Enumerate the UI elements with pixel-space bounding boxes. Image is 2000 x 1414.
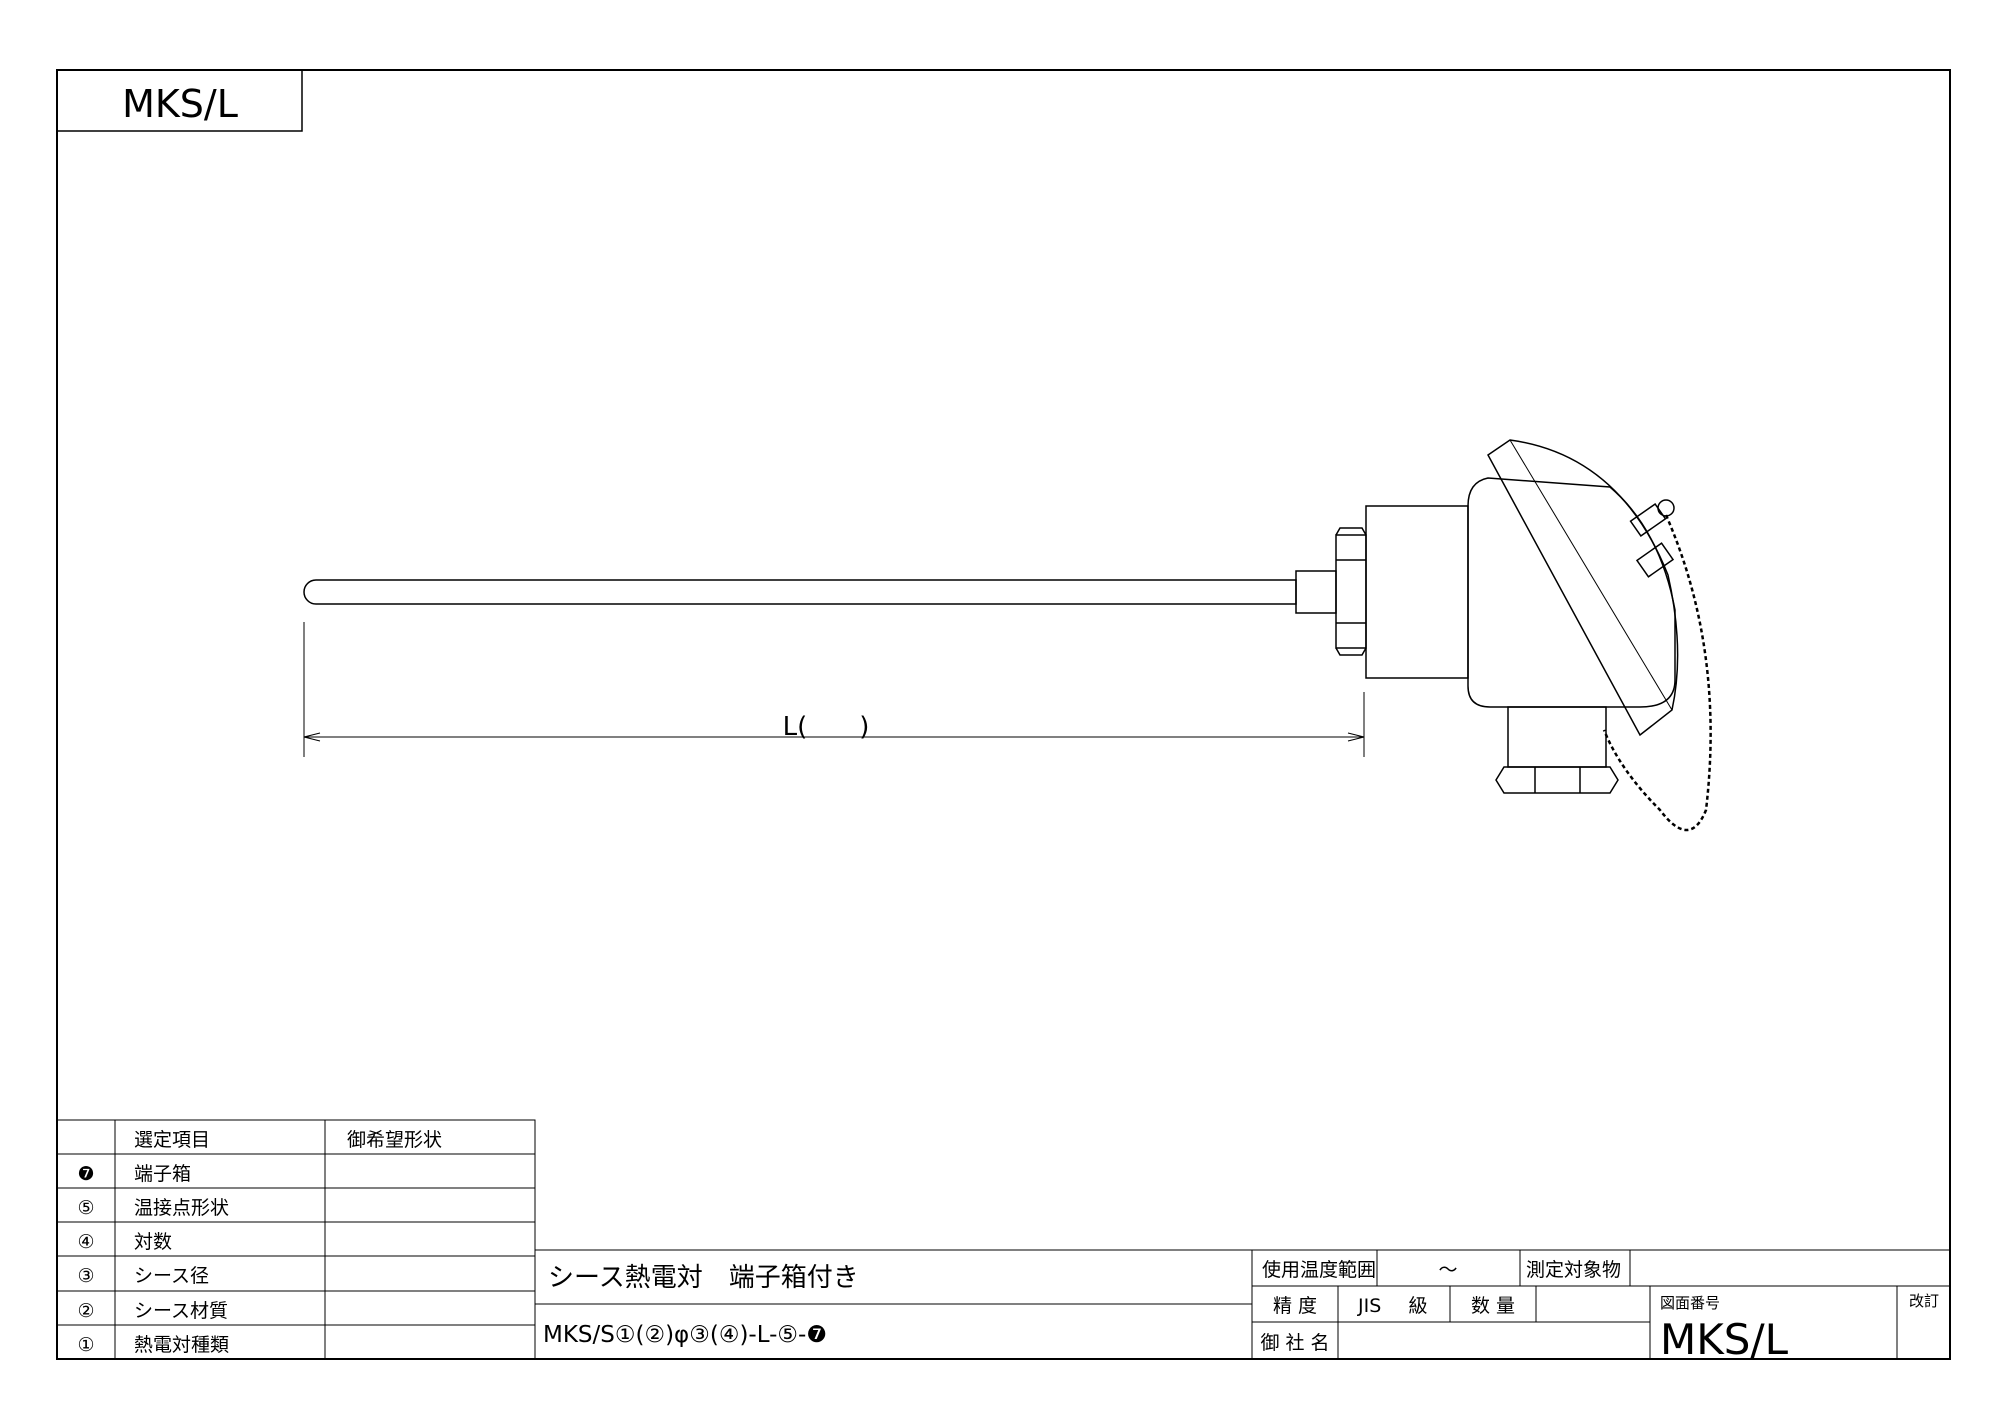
- model-code: MKS/S①(②)φ③(④)-L-⑤-❼: [543, 1322, 827, 1348]
- dimension-label: L( ): [783, 712, 870, 742]
- sheet-border: [56, 69, 1951, 1360]
- corner-code: MKS/L: [122, 82, 238, 126]
- table-header-desired: 御希望形状: [347, 1129, 442, 1151]
- table-header-item: 選定項目: [134, 1129, 210, 1151]
- table-row-item: 熱電対種類: [134, 1334, 229, 1356]
- dimension-l: [303, 622, 1365, 757]
- thermocouple-drawing: [303, 439, 1712, 832]
- screw-head: [1657, 499, 1675, 517]
- selection-table: [56, 1119, 536, 1360]
- cover-chain: [1602, 514, 1712, 832]
- quantity-label: 数 量: [1471, 1295, 1515, 1317]
- table-row-no: ④: [77, 1231, 94, 1253]
- table-row-no: ❼: [77, 1163, 94, 1185]
- customer-label: 御 社 名: [1260, 1332, 1329, 1354]
- revision-label: 改訂: [1909, 1292, 1939, 1310]
- cover-screw-lower: [1635, 542, 1675, 578]
- grade-label: 級: [1408, 1295, 1427, 1317]
- table-row-item: シース径: [134, 1265, 209, 1287]
- table-row-no: ⑤: [77, 1197, 94, 1219]
- target-label: 測定対象物: [1526, 1259, 1621, 1281]
- accuracy-label: 精 度: [1273, 1295, 1317, 1317]
- jis-label: JIS: [1357, 1295, 1381, 1317]
- hex-fitting: [1335, 527, 1367, 656]
- table-row-no: ②: [77, 1300, 94, 1322]
- sheath-tube: [303, 579, 1297, 605]
- terminal-head-cover: [1487, 439, 1679, 737]
- table-row-no: ①: [77, 1334, 94, 1356]
- sheath-sleeve: [1295, 570, 1337, 614]
- title-block: [535, 1249, 1950, 1359]
- table-row-item: 対数: [134, 1231, 172, 1253]
- table-row-item: 端子箱: [134, 1163, 191, 1185]
- temp-range-value: ～: [1438, 1259, 1457, 1281]
- product-name: シース熱電対 端子箱付き: [548, 1263, 859, 1293]
- cable-gland: [1507, 706, 1607, 768]
- drawing-no: MKS/L: [1660, 1315, 1789, 1364]
- bottom-hex-nut: [1495, 766, 1619, 794]
- cover-screw-upper: [1629, 502, 1667, 538]
- drawing-no-label: 図面番号: [1660, 1294, 1720, 1312]
- table-row-item: シース材質: [134, 1300, 228, 1322]
- table-row-no: ③: [77, 1265, 94, 1287]
- neck-body: [1365, 505, 1469, 679]
- temp-range-label: 使用温度範囲: [1262, 1259, 1376, 1281]
- corner-code-box: MKS/L: [57, 70, 303, 132]
- table-row-item: 温接点形状: [134, 1197, 229, 1219]
